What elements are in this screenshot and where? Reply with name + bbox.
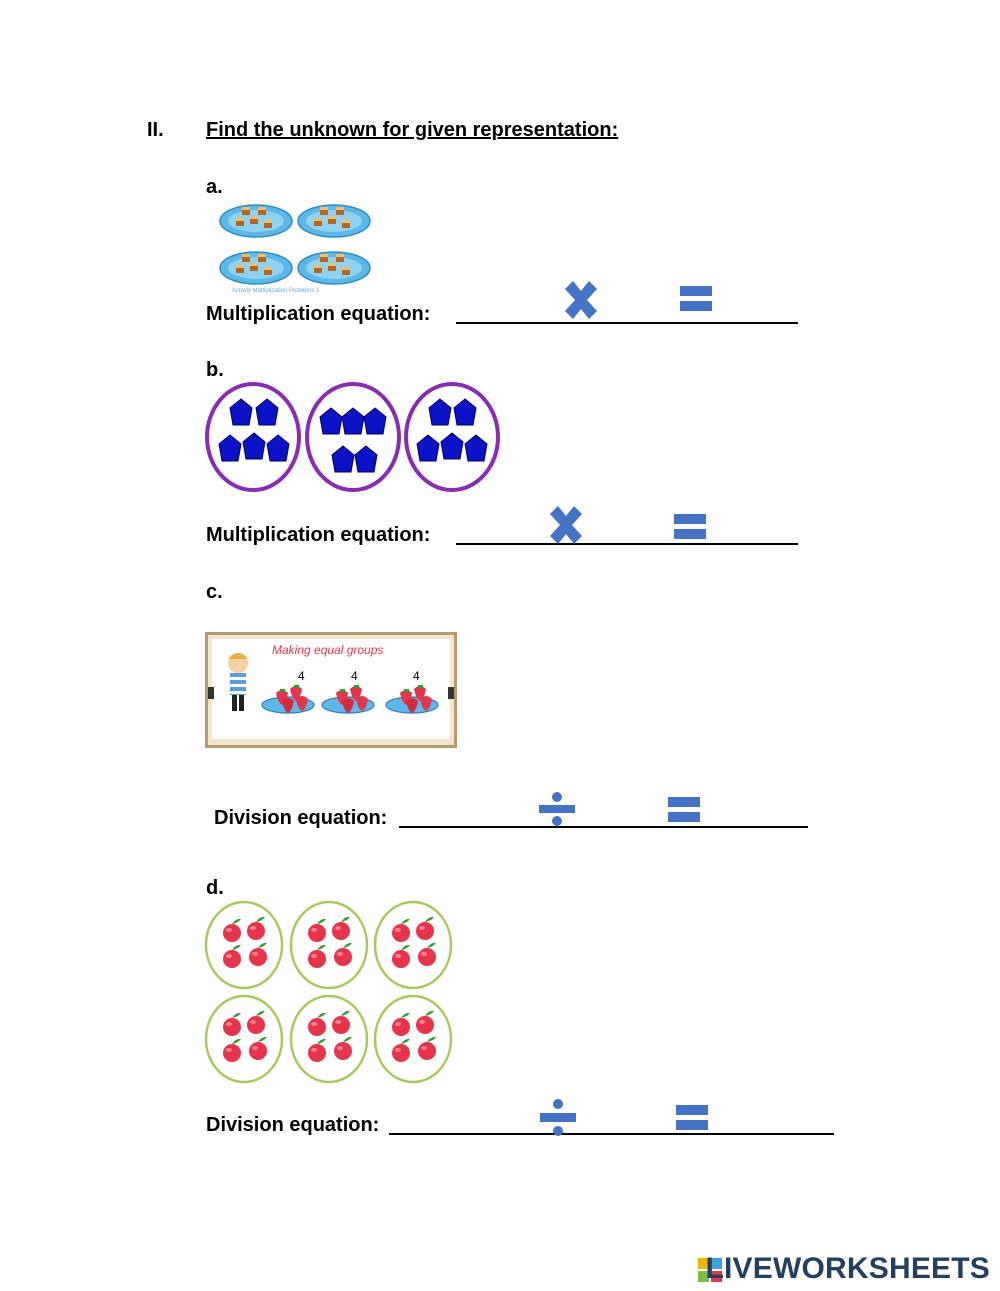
item-letter-b: b.	[206, 359, 224, 381]
section-title: Find the unknown for given representatio…	[206, 119, 619, 141]
item-letter-d: d.	[206, 877, 224, 899]
equation-label-c: Division equation:	[214, 807, 388, 829]
strawberry-scene	[208, 653, 454, 714]
group-label: 4	[351, 669, 358, 683]
divide-icon	[540, 1099, 576, 1136]
group-label: 4	[298, 669, 305, 683]
equation-label-b: Multiplication equation:	[206, 524, 431, 546]
multiply-icon	[550, 506, 582, 544]
answer-line-d[interactable]	[389, 1133, 834, 1135]
item-letter-c: c.	[206, 581, 223, 603]
brand-name: LIVEWORKSHEETS	[705, 1252, 990, 1285]
group-label: 4	[413, 669, 420, 683]
equals-icon	[674, 514, 706, 539]
cupcake-caption: Activity Multiplication Problems 1	[232, 288, 320, 294]
liveworksheets-logo-icon	[698, 1258, 722, 1282]
equals-icon	[668, 797, 700, 822]
answer-line-c[interactable]	[399, 826, 808, 828]
cupcake-plates-image	[219, 204, 371, 285]
answer-line-a[interactable]	[456, 322, 798, 324]
multiply-icon	[565, 281, 597, 319]
strawberry-banner: Making equal groups 4 4 4	[205, 632, 457, 748]
equation-label-d: Division equation:	[206, 1114, 380, 1136]
banner-title: Making equal groups	[272, 643, 384, 657]
answer-line-b[interactable]	[456, 543, 798, 545]
divide-icon	[539, 792, 575, 826]
apple-groups-image	[203, 900, 455, 1088]
pentagon-groups-image	[205, 382, 500, 492]
item-letter-a: a.	[206, 176, 223, 198]
section-number: II.	[147, 119, 164, 141]
equation-label-a: Multiplication equation:	[206, 303, 431, 325]
equals-icon	[676, 1105, 708, 1130]
equals-icon	[680, 286, 712, 311]
